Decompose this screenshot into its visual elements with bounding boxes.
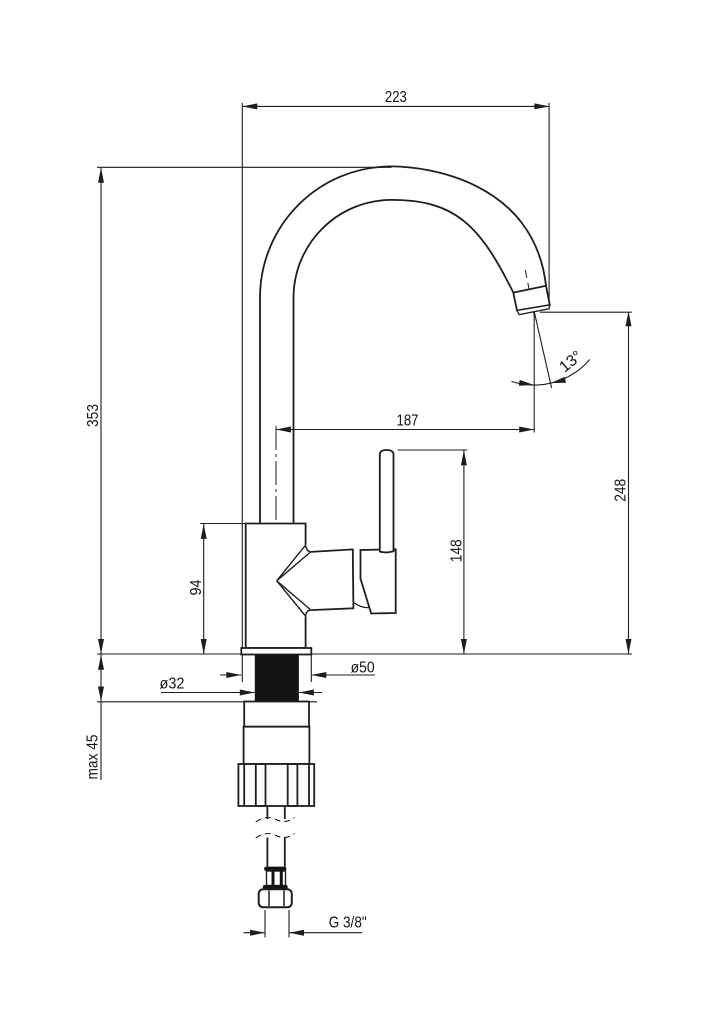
- svg-text:ø50: ø50: [351, 660, 375, 677]
- svg-text:ø32: ø32: [160, 676, 185, 693]
- svg-text:G 3/8": G 3/8": [329, 915, 367, 932]
- svg-text:353: 353: [85, 404, 102, 427]
- svg-text:148: 148: [448, 539, 465, 562]
- svg-text:248: 248: [613, 479, 630, 502]
- svg-text:13°: 13°: [556, 348, 585, 376]
- svg-text:94: 94: [188, 579, 205, 595]
- svg-text:187: 187: [397, 413, 419, 430]
- svg-text:max 45: max 45: [85, 734, 102, 779]
- svg-text:223: 223: [385, 89, 407, 106]
